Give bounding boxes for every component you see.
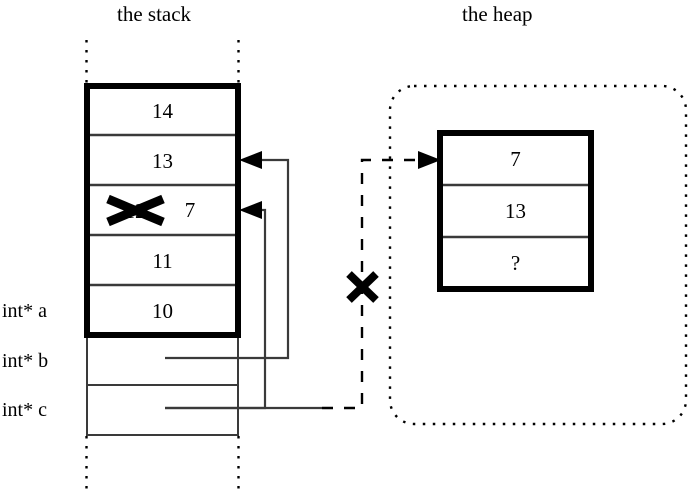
stack-cell-value-13: 13 (152, 149, 173, 173)
crossed-value-x-icon (106, 194, 165, 227)
pointer-c-arrowhead (418, 151, 441, 169)
var-label-a: int* a (2, 300, 47, 322)
var-label-b: int* b (2, 350, 49, 372)
heap-cell-value-2: ? (510, 251, 521, 275)
heap-allocated-block (437, 130, 594, 292)
heap-region-boundary (388, 84, 688, 426)
stack-cell-value-7-replacement: 7 (184, 198, 196, 222)
stack-cell-value-11: 11 (152, 249, 173, 273)
pointer-a-arrowhead (239, 201, 262, 219)
stack-allocated-region (84, 83, 241, 338)
heap-cell-value-0: 7 (510, 147, 521, 171)
pointer-b-path (165, 158, 290, 360)
stack-cell-value-12-crossed: 12 (124, 199, 146, 223)
stack-cell-value-14: 14 (152, 99, 173, 123)
stack-cell-value-10: 10 (152, 299, 173, 323)
pointer-c-dashed-path (322, 158, 425, 410)
var-label-c: int* c (2, 399, 47, 421)
broken-pointer-x-icon (346, 271, 379, 303)
heap-cell-value-1: 13 (505, 199, 526, 223)
stack-title: the stack (117, 2, 192, 26)
heap-title: the heap (462, 2, 533, 26)
pointer-b-arrowhead (239, 151, 262, 169)
